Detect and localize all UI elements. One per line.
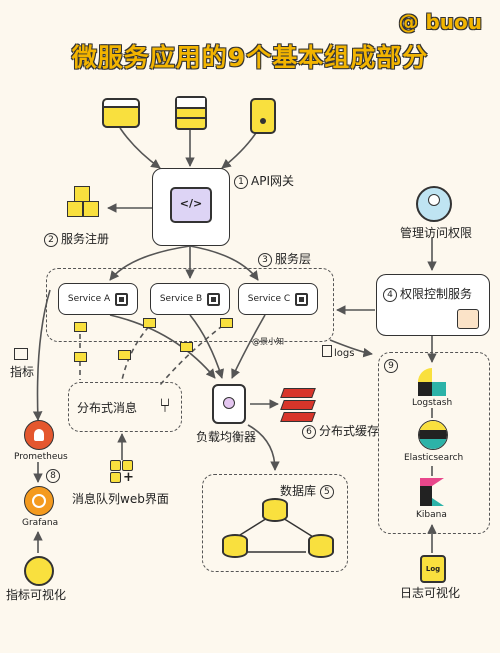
log-file-icon: Log bbox=[420, 555, 446, 583]
pie-chart-icon bbox=[24, 556, 54, 586]
cubes-icon bbox=[64, 186, 104, 226]
metrics-number: 8 bbox=[46, 468, 63, 483]
elasticsearch-icon bbox=[418, 420, 448, 450]
metrics-visualization-label: 指标可视化 bbox=[6, 588, 67, 602]
api-gateway-box: </> bbox=[152, 168, 230, 246]
logging-number: 9 bbox=[384, 358, 401, 373]
logs-label: logs bbox=[322, 345, 354, 359]
page-title: 微服务应用的9个基本组成部分 bbox=[71, 43, 429, 72]
mq-web-ui-label: 消息队列web界面 bbox=[72, 492, 169, 506]
database-icon bbox=[222, 534, 248, 558]
database-container bbox=[202, 474, 348, 572]
envelope-icon bbox=[74, 322, 87, 332]
messaging-container: 分布式消息 ⑂ bbox=[68, 382, 182, 432]
chip-icon bbox=[295, 292, 309, 306]
chip-icon bbox=[207, 292, 221, 306]
database-icon bbox=[308, 534, 334, 558]
server-icon bbox=[175, 96, 207, 130]
redis-icon bbox=[280, 388, 316, 422]
metrics-label: 指标 bbox=[10, 365, 35, 379]
log-visualization-label: 日志可视化 bbox=[400, 586, 461, 600]
envelope-icon bbox=[118, 350, 131, 360]
envelope-icon bbox=[74, 352, 87, 362]
load-balancer-icon bbox=[212, 384, 246, 424]
envelope-icon bbox=[143, 318, 156, 328]
logstash-icon bbox=[418, 368, 446, 396]
service-b-label: Service B bbox=[159, 294, 203, 304]
usb-icon: ⑂ bbox=[159, 393, 171, 417]
service-c-label: Service C bbox=[247, 294, 291, 304]
database-icon bbox=[262, 498, 288, 522]
document-icon bbox=[322, 345, 332, 357]
load-balancer-label: 负载均衡器 bbox=[196, 430, 257, 444]
service-b-box: Service B bbox=[150, 283, 230, 315]
service-c-box: Service C bbox=[238, 283, 318, 315]
browser-icon bbox=[102, 98, 140, 128]
service-a-box: Service A bbox=[58, 283, 138, 315]
monitor-icon bbox=[14, 348, 28, 360]
envelope-icon bbox=[220, 318, 233, 328]
logging-container bbox=[378, 352, 490, 534]
service-a-label: Service A bbox=[67, 294, 111, 304]
service-layer-container bbox=[46, 268, 334, 342]
brand-watermark: @ buou bbox=[398, 10, 483, 34]
envelope-icon bbox=[180, 342, 193, 352]
grid-plus-icon: + bbox=[110, 460, 134, 485]
database-label: 数据库 5 bbox=[280, 482, 337, 499]
admin-user-icon bbox=[416, 186, 452, 222]
kibana-label: Kibana bbox=[416, 510, 447, 520]
author-watermark: @景小知 bbox=[252, 337, 284, 346]
mobile-icon bbox=[250, 98, 276, 134]
kibana-icon bbox=[420, 478, 444, 506]
messaging-label: 分布式消息 bbox=[77, 401, 138, 415]
logstash-label: Logstash bbox=[412, 398, 453, 408]
code-icon: </> bbox=[170, 187, 212, 223]
key-icon bbox=[457, 309, 479, 329]
grafana-label: Grafana bbox=[22, 518, 59, 528]
prometheus-icon bbox=[24, 420, 54, 450]
chip-icon bbox=[115, 292, 129, 306]
admin-label: 管理访问权限 bbox=[400, 226, 473, 240]
prometheus-label: Prometheus bbox=[14, 452, 68, 462]
grafana-icon bbox=[24, 486, 54, 516]
elasticsearch-label: Elasticsearch bbox=[404, 453, 464, 463]
